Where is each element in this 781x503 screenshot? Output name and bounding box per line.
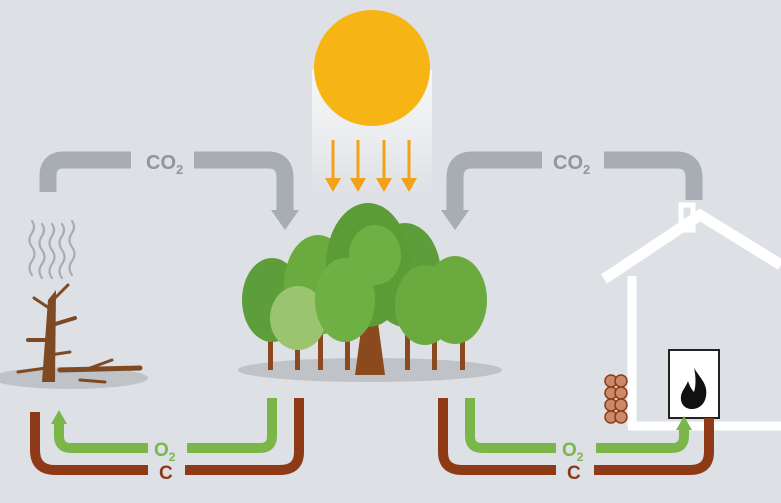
chimney <box>678 202 696 233</box>
carbon-arrow-right <box>438 398 714 475</box>
carbon-label-right: C <box>567 463 581 484</box>
carbon-label-left: C <box>159 463 173 484</box>
stove-icon <box>668 349 720 419</box>
o2-label-left: O2 <box>154 440 176 464</box>
co2-label-left: CO2 <box>146 152 183 177</box>
co2-arrow-left <box>39 151 299 230</box>
sun-rays <box>325 140 417 192</box>
forest-icon <box>242 203 487 375</box>
steam-icon <box>28 219 76 280</box>
firewood-stack-icon <box>604 374 628 424</box>
co2-label-right: CO2 <box>553 152 590 177</box>
dead-tree-icon <box>16 283 143 384</box>
o2-arrow-left <box>51 398 277 453</box>
o2-arrow-right <box>465 398 692 453</box>
o2-label-right: O2 <box>562 440 584 464</box>
co2-arrow-right <box>441 151 703 230</box>
carbon-arrow-left <box>30 398 304 475</box>
dead-tree-ground <box>0 367 148 389</box>
flame-icon <box>680 368 707 409</box>
sun-icon <box>300 0 444 200</box>
